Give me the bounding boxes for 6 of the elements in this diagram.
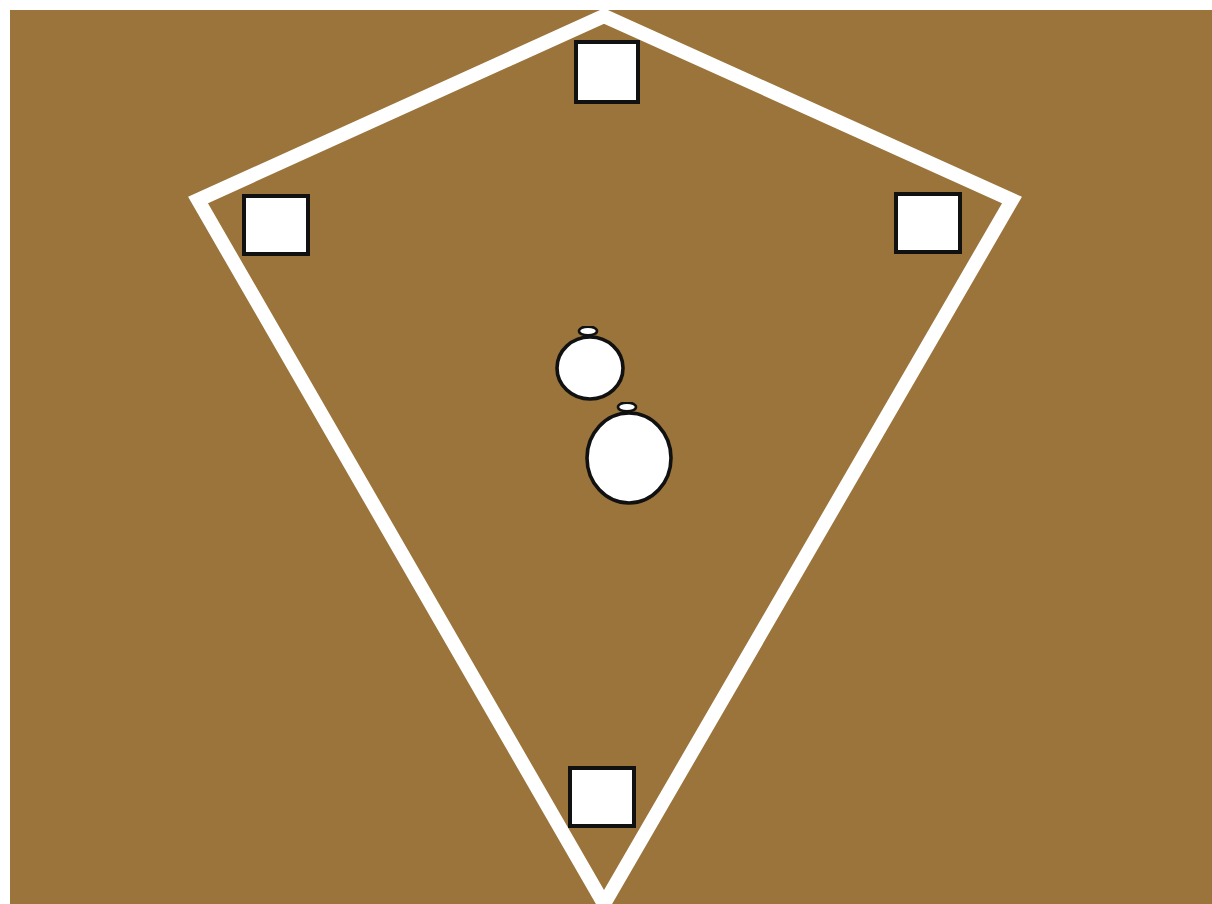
square-marker — [568, 766, 636, 828]
square-marker — [574, 40, 640, 104]
balloon-drawing — [554, 326, 626, 404]
square-marker — [894, 192, 962, 254]
balloon-drawing — [584, 402, 674, 508]
square-marker — [242, 194, 310, 256]
